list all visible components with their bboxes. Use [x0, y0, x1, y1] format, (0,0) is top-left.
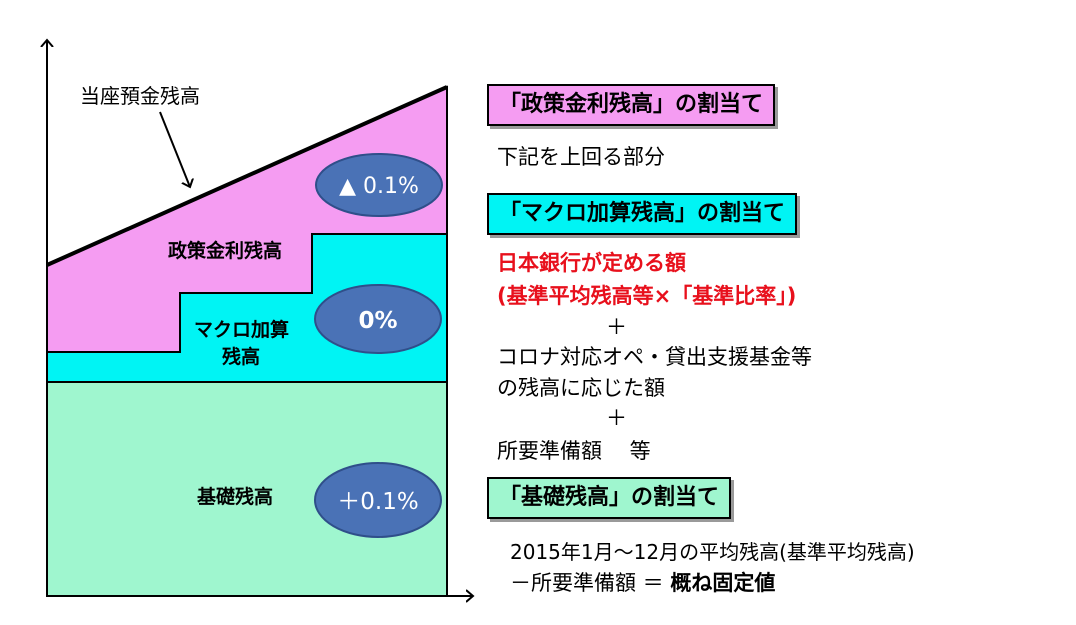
basic-allocation-line1: 2015年1月～12月の平均残高(基準平均残高) — [510, 540, 915, 564]
basic-allocation-header: 「基礎残高」の割当て — [487, 477, 732, 519]
macro-allocation-header: 「マクロ加算残高」の割当て — [487, 193, 798, 235]
current-account-label: 当座預金残高 — [80, 84, 200, 108]
plus-sign-2: ＋ — [606, 406, 627, 430]
macro-allocation-line5: 所要準備額 等 — [497, 439, 651, 463]
pointer-arrow — [159, 111, 190, 187]
macro-rate-oval — [314, 284, 442, 354]
basic-rate-text: ＋0.1% — [337, 489, 418, 515]
current-account-line — [46, 85, 448, 267]
macro-rate-text: 0% — [358, 308, 397, 334]
policy-rate-text: ▲ 0.1% — [339, 174, 419, 199]
policy-balance-area — [46, 85, 448, 353]
basic-allocation-line2: －所要準備額 ＝ 概ね固定値 — [510, 569, 775, 597]
macro-allocation-line3: コロナ対応オペ・貸出支援基金等 — [497, 345, 812, 369]
basic-rate-oval — [314, 462, 442, 538]
basic-tier-label: 基礎残高 — [196, 485, 273, 508]
policy-allocation-desc: 下記を上回る部分 — [497, 145, 665, 169]
policy-tier-label: 政策金利残高 — [168, 239, 282, 262]
macro-tier-label-line2: 残高 — [222, 345, 260, 368]
policy-allocation-header: 「政策金利残高」の割当て — [487, 84, 776, 126]
macro-allocation-red-line1: 日本銀行が定める額 — [497, 251, 686, 275]
plus-sign-1: ＋ — [606, 315, 627, 339]
basic-allocation-line2-prefix: －所要準備額 ＝ — [510, 571, 671, 595]
macro-allocation-line4: の残高に応じた額 — [497, 376, 665, 400]
basic-allocation-line2-bold: 概ね固定値 — [670, 571, 776, 595]
macro-allocation-red-line2: (基準平均残高等×「基準比率」) — [497, 284, 797, 308]
policy-rate-oval — [315, 153, 443, 217]
macro-tier-label-line1: マクロ加算 — [194, 318, 289, 341]
